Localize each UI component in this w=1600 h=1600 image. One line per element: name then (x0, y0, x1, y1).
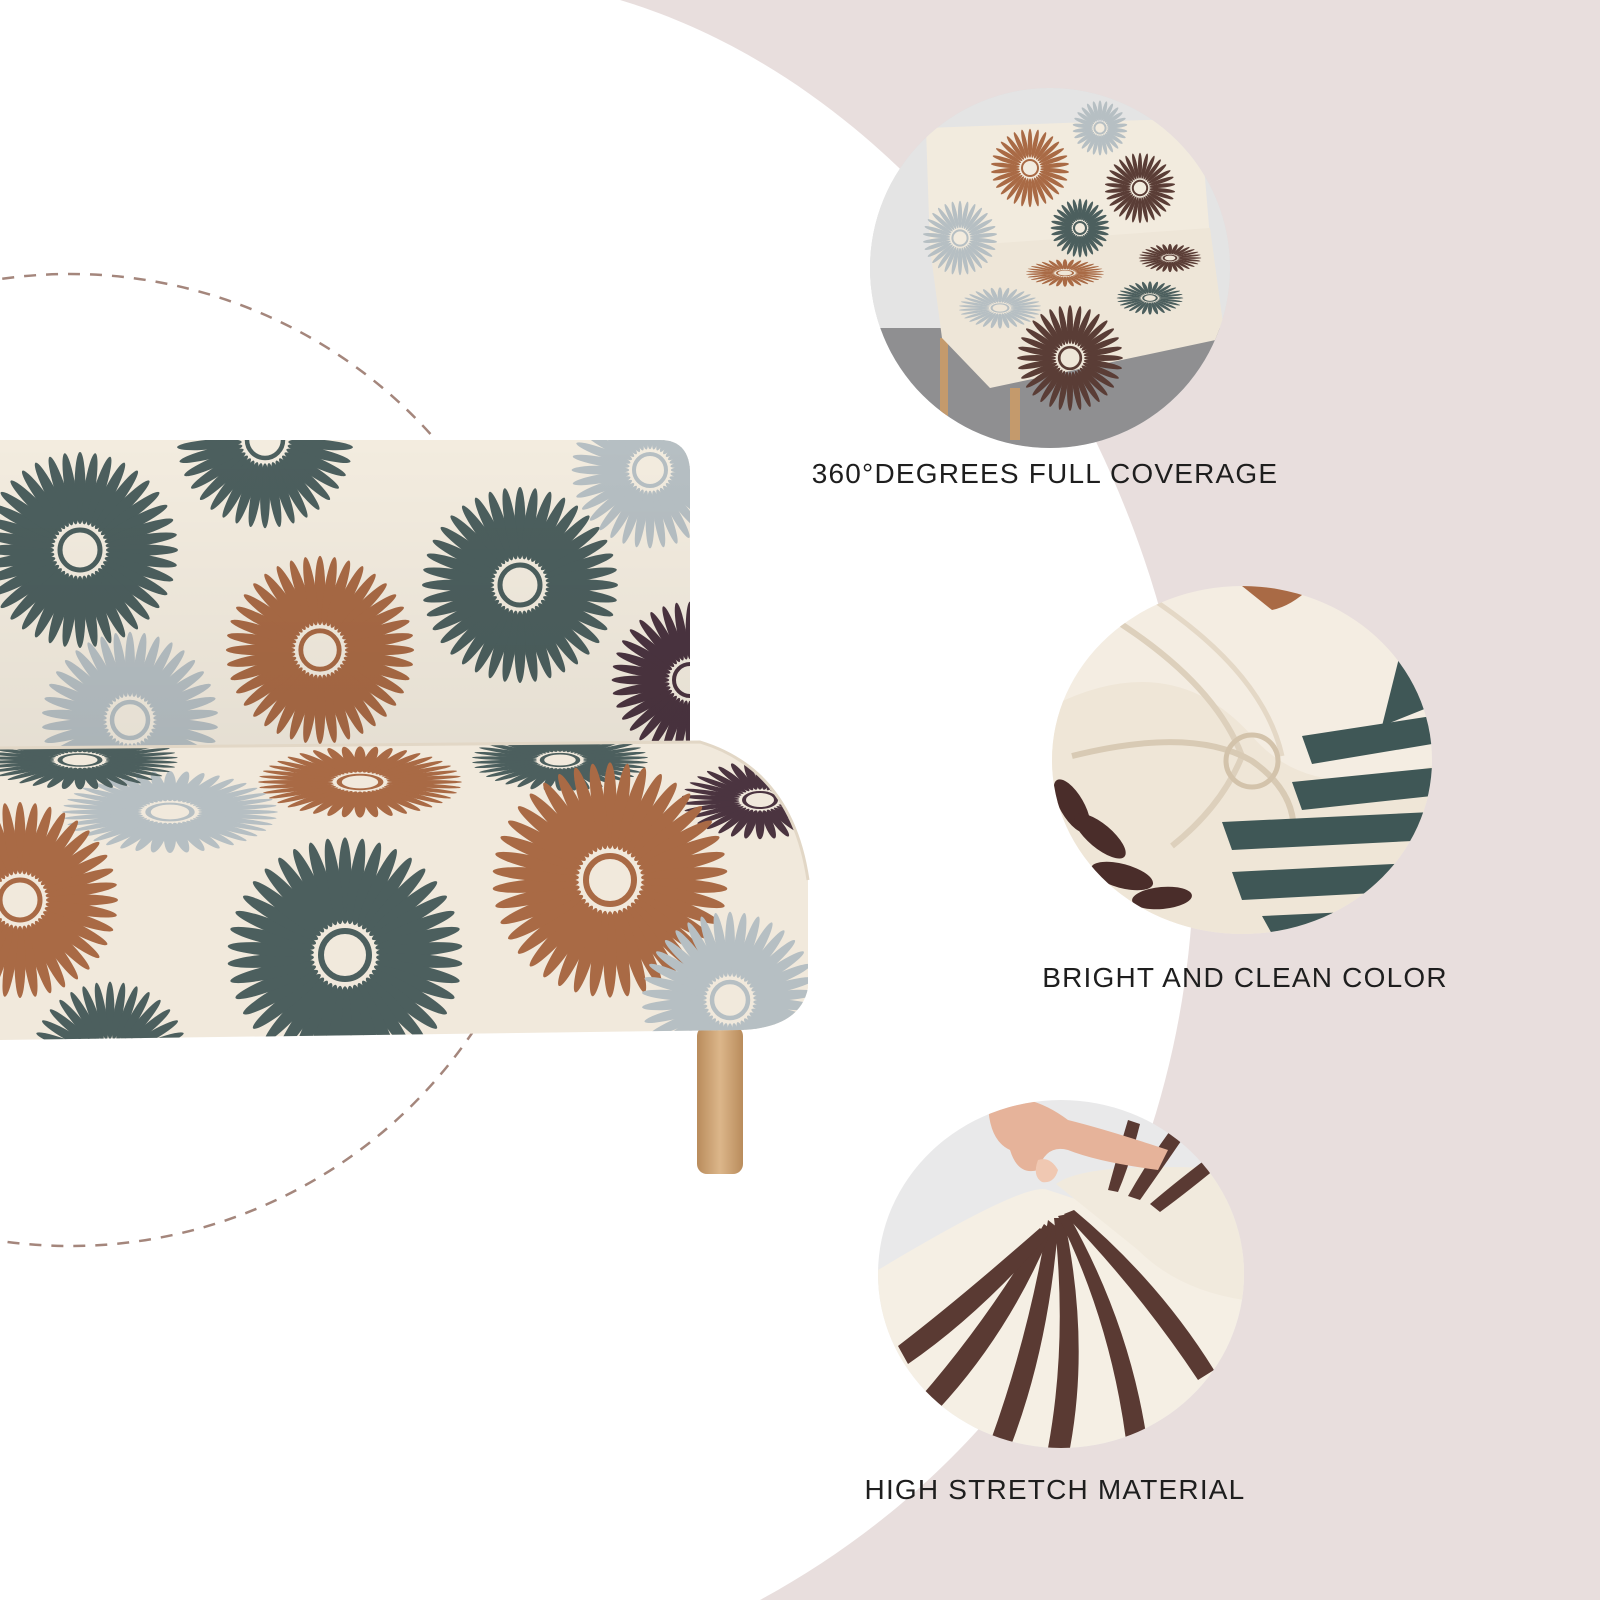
starburst-motif (258, 746, 462, 818)
feature-caption: BRIGHT AND CLEAN COLOR (1042, 962, 1448, 993)
starburst-motif (1072, 100, 1128, 156)
sofa-leg (697, 1026, 743, 1174)
sofa-seat (0, 742, 808, 1040)
starburst-motif (1017, 305, 1123, 411)
starburst-motif (36, 981, 184, 1040)
starburst-motif (0, 802, 118, 998)
stretch-fabric-photo-icon (878, 1100, 1244, 1448)
starburst-motif (1026, 259, 1104, 287)
starburst-motif (1104, 152, 1176, 224)
starburst-motif (1116, 281, 1184, 315)
chair-photo-icon (870, 88, 1230, 448)
sofa-backrest (0, 440, 690, 760)
starburst-motif (959, 287, 1041, 329)
starburst-motif (492, 762, 728, 998)
feature-caption: 360°DEGREES FULL COVERAGE (811, 458, 1279, 489)
fabric-swirl-photo-icon (1052, 586, 1432, 934)
starburst-motif (991, 128, 1069, 208)
starburst-motif (1138, 243, 1202, 273)
starburst-motif (1050, 198, 1110, 258)
starburst-motif (62, 771, 278, 853)
starburst-motif (0, 742, 178, 790)
starburst-motif (922, 200, 998, 276)
feature-caption: HIGH STRETCH MATERIAL (864, 1474, 1246, 1505)
starburst-motif (227, 837, 463, 1040)
